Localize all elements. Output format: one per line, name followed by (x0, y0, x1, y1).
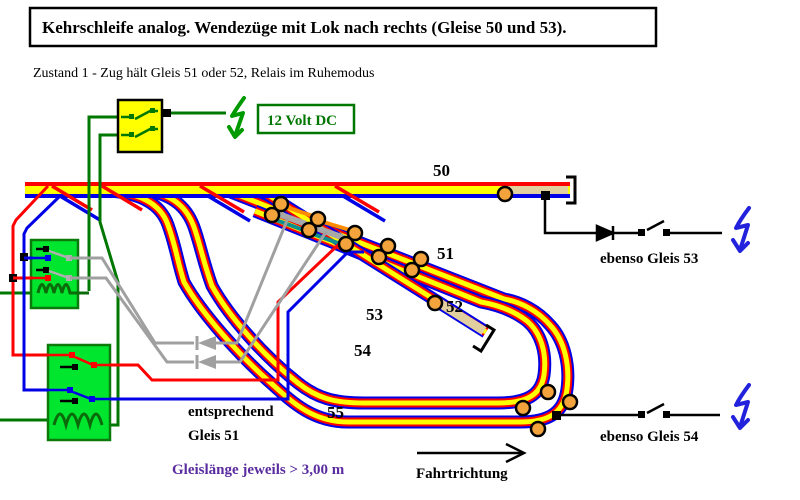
track-loop-inner (148, 184, 552, 410)
relay-coil-icon (52, 412, 104, 431)
track-label-54: 54 (354, 341, 372, 360)
buffer-stop-50 (566, 175, 577, 205)
relay-coil-icon (36, 283, 89, 295)
turnout-rails (51, 184, 386, 223)
supply-label: 12 Volt DC (267, 113, 337, 129)
track-label-51: 51 (437, 244, 454, 263)
lightning-bolt-blue-icon (731, 206, 751, 253)
direction-arrow (417, 442, 527, 464)
note-entsprechend-1: entsprechend (188, 404, 274, 420)
switch-contact-icon (121, 108, 158, 139)
title-box: Kehrschleife analog. Wendezüge mit Lok n… (28, 6, 658, 48)
insulated-joint (426, 294, 444, 312)
track-label-50: 50 (433, 161, 450, 180)
switch-contact-icon (646, 219, 665, 232)
track-label-53: 53 (366, 305, 383, 324)
insulated-joints (263, 185, 579, 438)
note-track-length: Gleislänge jeweils > 3,00 m (172, 462, 345, 478)
green-wiring (0, 111, 226, 427)
switch-contact-icon (646, 402, 665, 415)
note-ebenso-53: ebenso Gleis 53 (600, 251, 698, 267)
stub-insulated-section (508, 185, 568, 196)
track-50 (25, 175, 577, 223)
state-subtitle: Zustand 1 - Zug hält Gleis 51 oder 52, R… (33, 66, 374, 81)
stub-insulated-section (435, 298, 487, 335)
track-label-52: 52 (446, 297, 463, 316)
note-entsprechend-2: Gleis 51 (188, 428, 239, 444)
relay-box-2 (46, 343, 112, 442)
supply-label-box: 12 Volt DC (256, 103, 356, 135)
feed-gleis54 (552, 402, 720, 420)
buffer-stop-52 (472, 323, 497, 354)
lightning-bolt-green-icon (227, 96, 246, 139)
track-loop-outer (111, 184, 575, 429)
feed-gleis53 (541, 191, 722, 242)
page-title: Kehrschleife analog. Wendezüge mit Lok n… (42, 18, 566, 37)
junction-dot (163, 109, 171, 117)
note-ebenso-54: ebenso Gleis 54 (600, 429, 699, 445)
relay-switch-box (116, 98, 171, 154)
diode-icon (195, 336, 216, 369)
junction-dot (552, 411, 561, 420)
gray-wires (70, 217, 328, 364)
track-label-55: 55 (327, 403, 344, 422)
note-direction: Fahrtrichtung (416, 466, 508, 482)
lightning-bolt-blue-icon (731, 383, 751, 430)
junction-dot (541, 191, 550, 200)
relay-box-1 (29, 238, 89, 310)
diode-icon (595, 224, 617, 242)
